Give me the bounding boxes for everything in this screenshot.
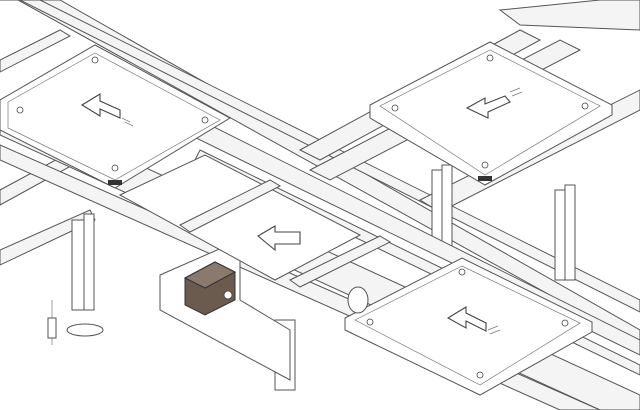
pallet-top-left bbox=[0, 44, 232, 189]
transfer-section bbox=[118, 154, 392, 288]
direction-arrow-icon bbox=[446, 306, 487, 332]
direction-arrow-icon bbox=[257, 225, 301, 252]
direction-arrow-icon bbox=[465, 95, 511, 119]
stop-gate-component bbox=[183, 261, 369, 316]
back-conveyor bbox=[0, 0, 640, 346]
pallet-top-right bbox=[369, 41, 613, 186]
pallet-bottom-right bbox=[344, 257, 593, 396]
logo-badge bbox=[347, 286, 369, 314]
direction-arrow-icon bbox=[80, 93, 121, 119]
